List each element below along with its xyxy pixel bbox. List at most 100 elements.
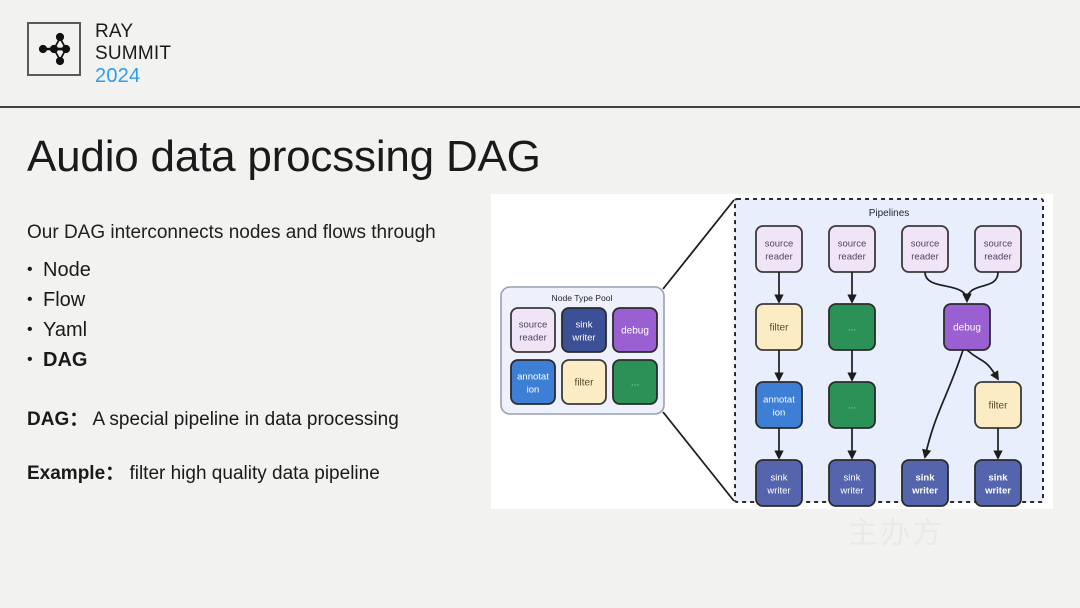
pool-node-4: filter <box>561 359 607 405</box>
logo-line-summit: SUMMIT <box>95 43 172 64</box>
dag-diagram-image: Node Type Pool source reader sink writer debu… <box>491 194 1053 509</box>
pool-node-5: ... <box>612 359 658 405</box>
pool-node-5-box[interactable] <box>612 359 658 405</box>
p4-node-3-box[interactable] <box>974 459 1022 507</box>
page-title: Audio data procssing DAG <box>27 132 541 181</box>
p1-node-0-label: source <box>765 239 794 250</box>
p1-node-2-label: ion <box>773 408 786 419</box>
pool-node-0-label: reader <box>519 333 546 344</box>
background-watermark: 主办方 <box>848 516 944 551</box>
p1-node-0: source reader <box>755 225 803 273</box>
pool-node-1: sink writer <box>561 307 607 353</box>
slide-header: RAY SUMMIT 2024 <box>0 0 1080 108</box>
pool-node-4-label: filter <box>575 377 595 388</box>
p2-node-3-box[interactable] <box>828 459 876 507</box>
definition-text: filter high quality data pipeline <box>129 463 380 484</box>
p4-node-2-label: filter <box>989 400 1009 411</box>
connector-line-top <box>662 199 735 290</box>
p2-node-0-label: reader <box>838 252 865 263</box>
p3-node-0-label: source <box>911 239 940 250</box>
p2-node-1: ... <box>828 303 876 351</box>
pool-node-2: debug <box>612 307 658 353</box>
p4-node-3-label: sink <box>988 473 1008 484</box>
p2-node-2-label: ... <box>848 400 856 411</box>
p1-node-1-label: filter <box>770 322 790 333</box>
pipelines-panel: Pipelines source reader filter annotat ion sin… <box>734 198 1044 507</box>
bullet-dot-icon: • <box>27 261 33 278</box>
p2-node-3-label: sink <box>844 473 861 484</box>
bullet-list: • Node • Flow • Yaml • DAG <box>27 255 91 375</box>
definition-example: Example： filter high quality data pipeli… <box>27 458 380 485</box>
p4-node-0: source reader <box>974 225 1022 273</box>
p2-node-0-label: source <box>838 239 867 250</box>
pool-node-1-label: writer <box>571 333 595 344</box>
p4-node-3: sink writer <box>974 459 1022 507</box>
pool-node-1-label: sink <box>576 320 593 331</box>
definition-dag: DAG： A special pipeline in data processi… <box>27 404 399 431</box>
list-item: • Flow <box>27 285 91 315</box>
p4-node-0-label: reader <box>984 252 1011 263</box>
p1-node-1: filter <box>755 303 803 351</box>
list-item: • Node <box>27 255 91 285</box>
pool-node-0: source reader <box>510 307 556 353</box>
p1-node-3-label: writer <box>766 486 790 497</box>
pool-node-5-label: ... <box>631 377 639 388</box>
pool-node-2-box[interactable] <box>612 307 658 353</box>
pool-node-3-label: annotat <box>517 372 549 383</box>
connector-line-bottom <box>662 411 735 502</box>
debug-curve-to-sink3 <box>922 349 964 459</box>
bullet-dot-icon: • <box>27 321 33 338</box>
p3-node-1-label: writer <box>911 486 938 497</box>
p2-node-2: ... <box>828 381 876 429</box>
bullet-label: DAG <box>43 349 88 371</box>
dag-diagram-svg: Node Type Pool source reader sink writer debu… <box>500 198 1044 507</box>
bullet-dot-icon: • <box>27 351 33 368</box>
bullet-label: Node <box>43 259 91 281</box>
p3-node-1: sink writer <box>901 459 949 507</box>
logo-line-ray: RAY <box>95 21 134 42</box>
list-item: • DAG <box>27 345 91 375</box>
p4-node-2: filter <box>974 381 1022 429</box>
bullet-label: Flow <box>43 289 86 311</box>
p1-node-2: annotat ion <box>755 381 803 429</box>
logo-year: 2024 <box>95 65 141 87</box>
p4-curve-to-debug <box>962 271 999 303</box>
pool-node-3-box[interactable] <box>510 359 556 405</box>
definition-text: A special pipeline in data processing <box>92 409 399 430</box>
pipelines-panel-border <box>734 198 1044 503</box>
expand-connectors <box>662 199 735 502</box>
pool-node-4-box[interactable] <box>561 359 607 405</box>
pool-node-3-label: ion <box>527 385 540 396</box>
p4-node-0-label: source <box>984 239 1013 250</box>
p1-node-0-label: reader <box>765 252 792 263</box>
node-type-pool: Node Type Pool source reader sink writer debu… <box>500 286 665 415</box>
intro-text: Our DAG interconnects nodes and flows th… <box>27 222 436 243</box>
p3-node-1-box[interactable] <box>901 459 949 507</box>
pool-node-1-box[interactable] <box>561 307 607 353</box>
bullet-dot-icon: • <box>27 291 33 308</box>
p34-debug-node: debug <box>943 303 991 351</box>
logo-wordmark: RAY SUMMIT 2024 <box>95 22 171 86</box>
p3-node-1-label: sink <box>915 473 935 484</box>
node-type-pool-title: Node Type Pool <box>552 293 613 303</box>
p4-node-3-label: writer <box>984 486 1011 497</box>
p1-node-3-box[interactable] <box>755 459 803 507</box>
pool-node-3: annotat ion <box>510 359 556 405</box>
ray-summit-logo: RAY SUMMIT 2024 <box>27 22 171 86</box>
pool-node-2-label: debug <box>621 325 649 336</box>
bullet-label: Yaml <box>43 319 88 341</box>
p1-node-2-label: annotat <box>763 395 795 406</box>
pool-node-0-box[interactable] <box>510 307 556 353</box>
p34-debug-node-label: debug <box>953 322 981 333</box>
p2-node-0: source reader <box>828 225 876 273</box>
p2-node-1-label: ... <box>848 322 856 333</box>
definition-term: DAG： <box>27 409 89 430</box>
list-item: • Yaml <box>27 315 91 345</box>
pipelines-title: Pipelines <box>869 208 910 219</box>
p1-node-3-label: sink <box>771 473 788 484</box>
p1-node-3: sink writer <box>755 459 803 507</box>
pool-node-0-label: source <box>519 320 548 331</box>
debug-curve-to-filter <box>966 349 999 381</box>
